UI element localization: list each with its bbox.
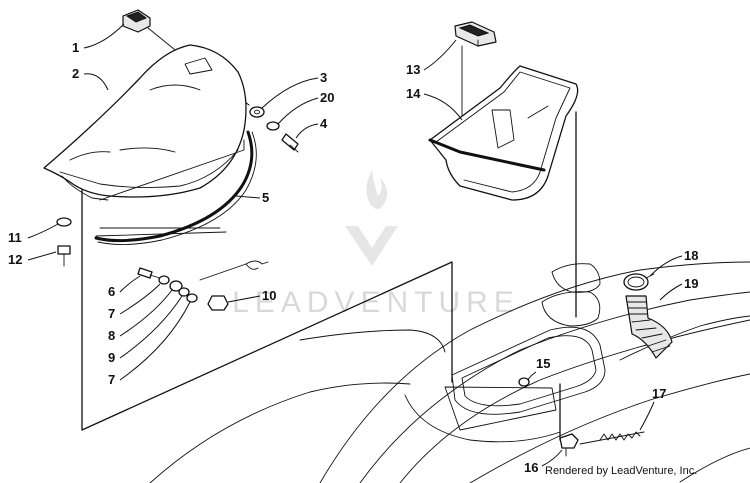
callout-7b: 7 — [108, 301, 191, 387]
callout-6: 6 — [108, 275, 141, 299]
part-8-washer — [169, 280, 183, 292]
callout-4: 4 — [295, 116, 328, 139]
part-2-seat — [43, 44, 247, 237]
callout-17: 17 — [639, 386, 666, 431]
leadventure-watermark: LEADVENTURE — [232, 170, 520, 319]
callout-14: 14 — [406, 86, 463, 121]
svg-text:9: 9 — [108, 350, 115, 365]
callout-3: 3 — [261, 70, 327, 109]
svg-text:15: 15 — [536, 356, 550, 371]
part-16-clip — [559, 433, 579, 457]
part-12-bolt — [57, 245, 71, 267]
callout-12: 12 — [8, 251, 57, 267]
svg-text:13: 13 — [406, 62, 420, 77]
part-15-fastener — [518, 377, 530, 387]
vehicle-body-outline — [149, 261, 750, 483]
part-11-washer — [56, 217, 72, 227]
callout-11: 11 — [8, 223, 59, 245]
svg-text:2: 2 — [72, 66, 79, 81]
callout-16: 16 — [524, 449, 563, 475]
part-3-washer — [249, 106, 265, 118]
svg-text:6: 6 — [108, 284, 115, 299]
svg-text:8: 8 — [108, 328, 115, 343]
callout-5: 5 — [235, 190, 269, 205]
svg-text:16: 16 — [524, 460, 538, 475]
callout-13: 13 — [406, 39, 457, 77]
svg-text:5: 5 — [262, 190, 269, 205]
part-20-washer — [266, 121, 280, 131]
svg-text:14: 14 — [406, 86, 421, 101]
svg-text:17: 17 — [652, 386, 666, 401]
callout-10: 10 — [227, 288, 276, 303]
part-5-strap — [94, 130, 257, 246]
callout-8: 8 — [108, 289, 173, 343]
part-9-washer — [178, 287, 190, 297]
callout-20: 20 — [277, 90, 334, 125]
svg-text:12: 12 — [8, 252, 22, 267]
credit-text: Rendered by LeadVenture, Inc. — [545, 465, 698, 477]
part-6-bolt — [137, 267, 161, 279]
svg-text:3: 3 — [320, 70, 327, 85]
svg-text:1: 1 — [72, 40, 79, 55]
part-18-clamp — [623, 273, 655, 291]
svg-text:11: 11 — [8, 230, 22, 245]
svg-text:18: 18 — [684, 248, 698, 263]
callout-9: 9 — [108, 295, 183, 365]
svg-text:10: 10 — [262, 288, 276, 303]
part-4-bolt — [281, 133, 299, 153]
seat-base-tray — [444, 263, 606, 431]
callout-19: 19 — [659, 276, 698, 301]
svg-text:20: 20 — [320, 90, 334, 105]
svg-text:7: 7 — [108, 372, 115, 387]
part-17-spring — [579, 431, 645, 445]
part-13-latch — [454, 21, 497, 47]
callout-18: 18 — [649, 248, 698, 277]
callout-1: 1 — [72, 23, 125, 55]
svg-text:7: 7 — [108, 306, 115, 321]
part-14-storage-tray — [428, 65, 579, 201]
part-10-nut — [207, 295, 229, 311]
cable-bracket — [199, 260, 269, 281]
svg-text:19: 19 — [684, 276, 698, 291]
svg-text:4: 4 — [320, 116, 328, 131]
callout-15: 15 — [527, 356, 550, 381]
part-19-hose — [625, 295, 673, 359]
part-7-washer-a — [158, 275, 170, 285]
watermark-text: LEADVENTURE — [232, 286, 520, 319]
callout-2: 2 — [72, 66, 109, 91]
callout-7a: 7 — [108, 283, 161, 321]
part-7-washer-b — [186, 293, 198, 303]
